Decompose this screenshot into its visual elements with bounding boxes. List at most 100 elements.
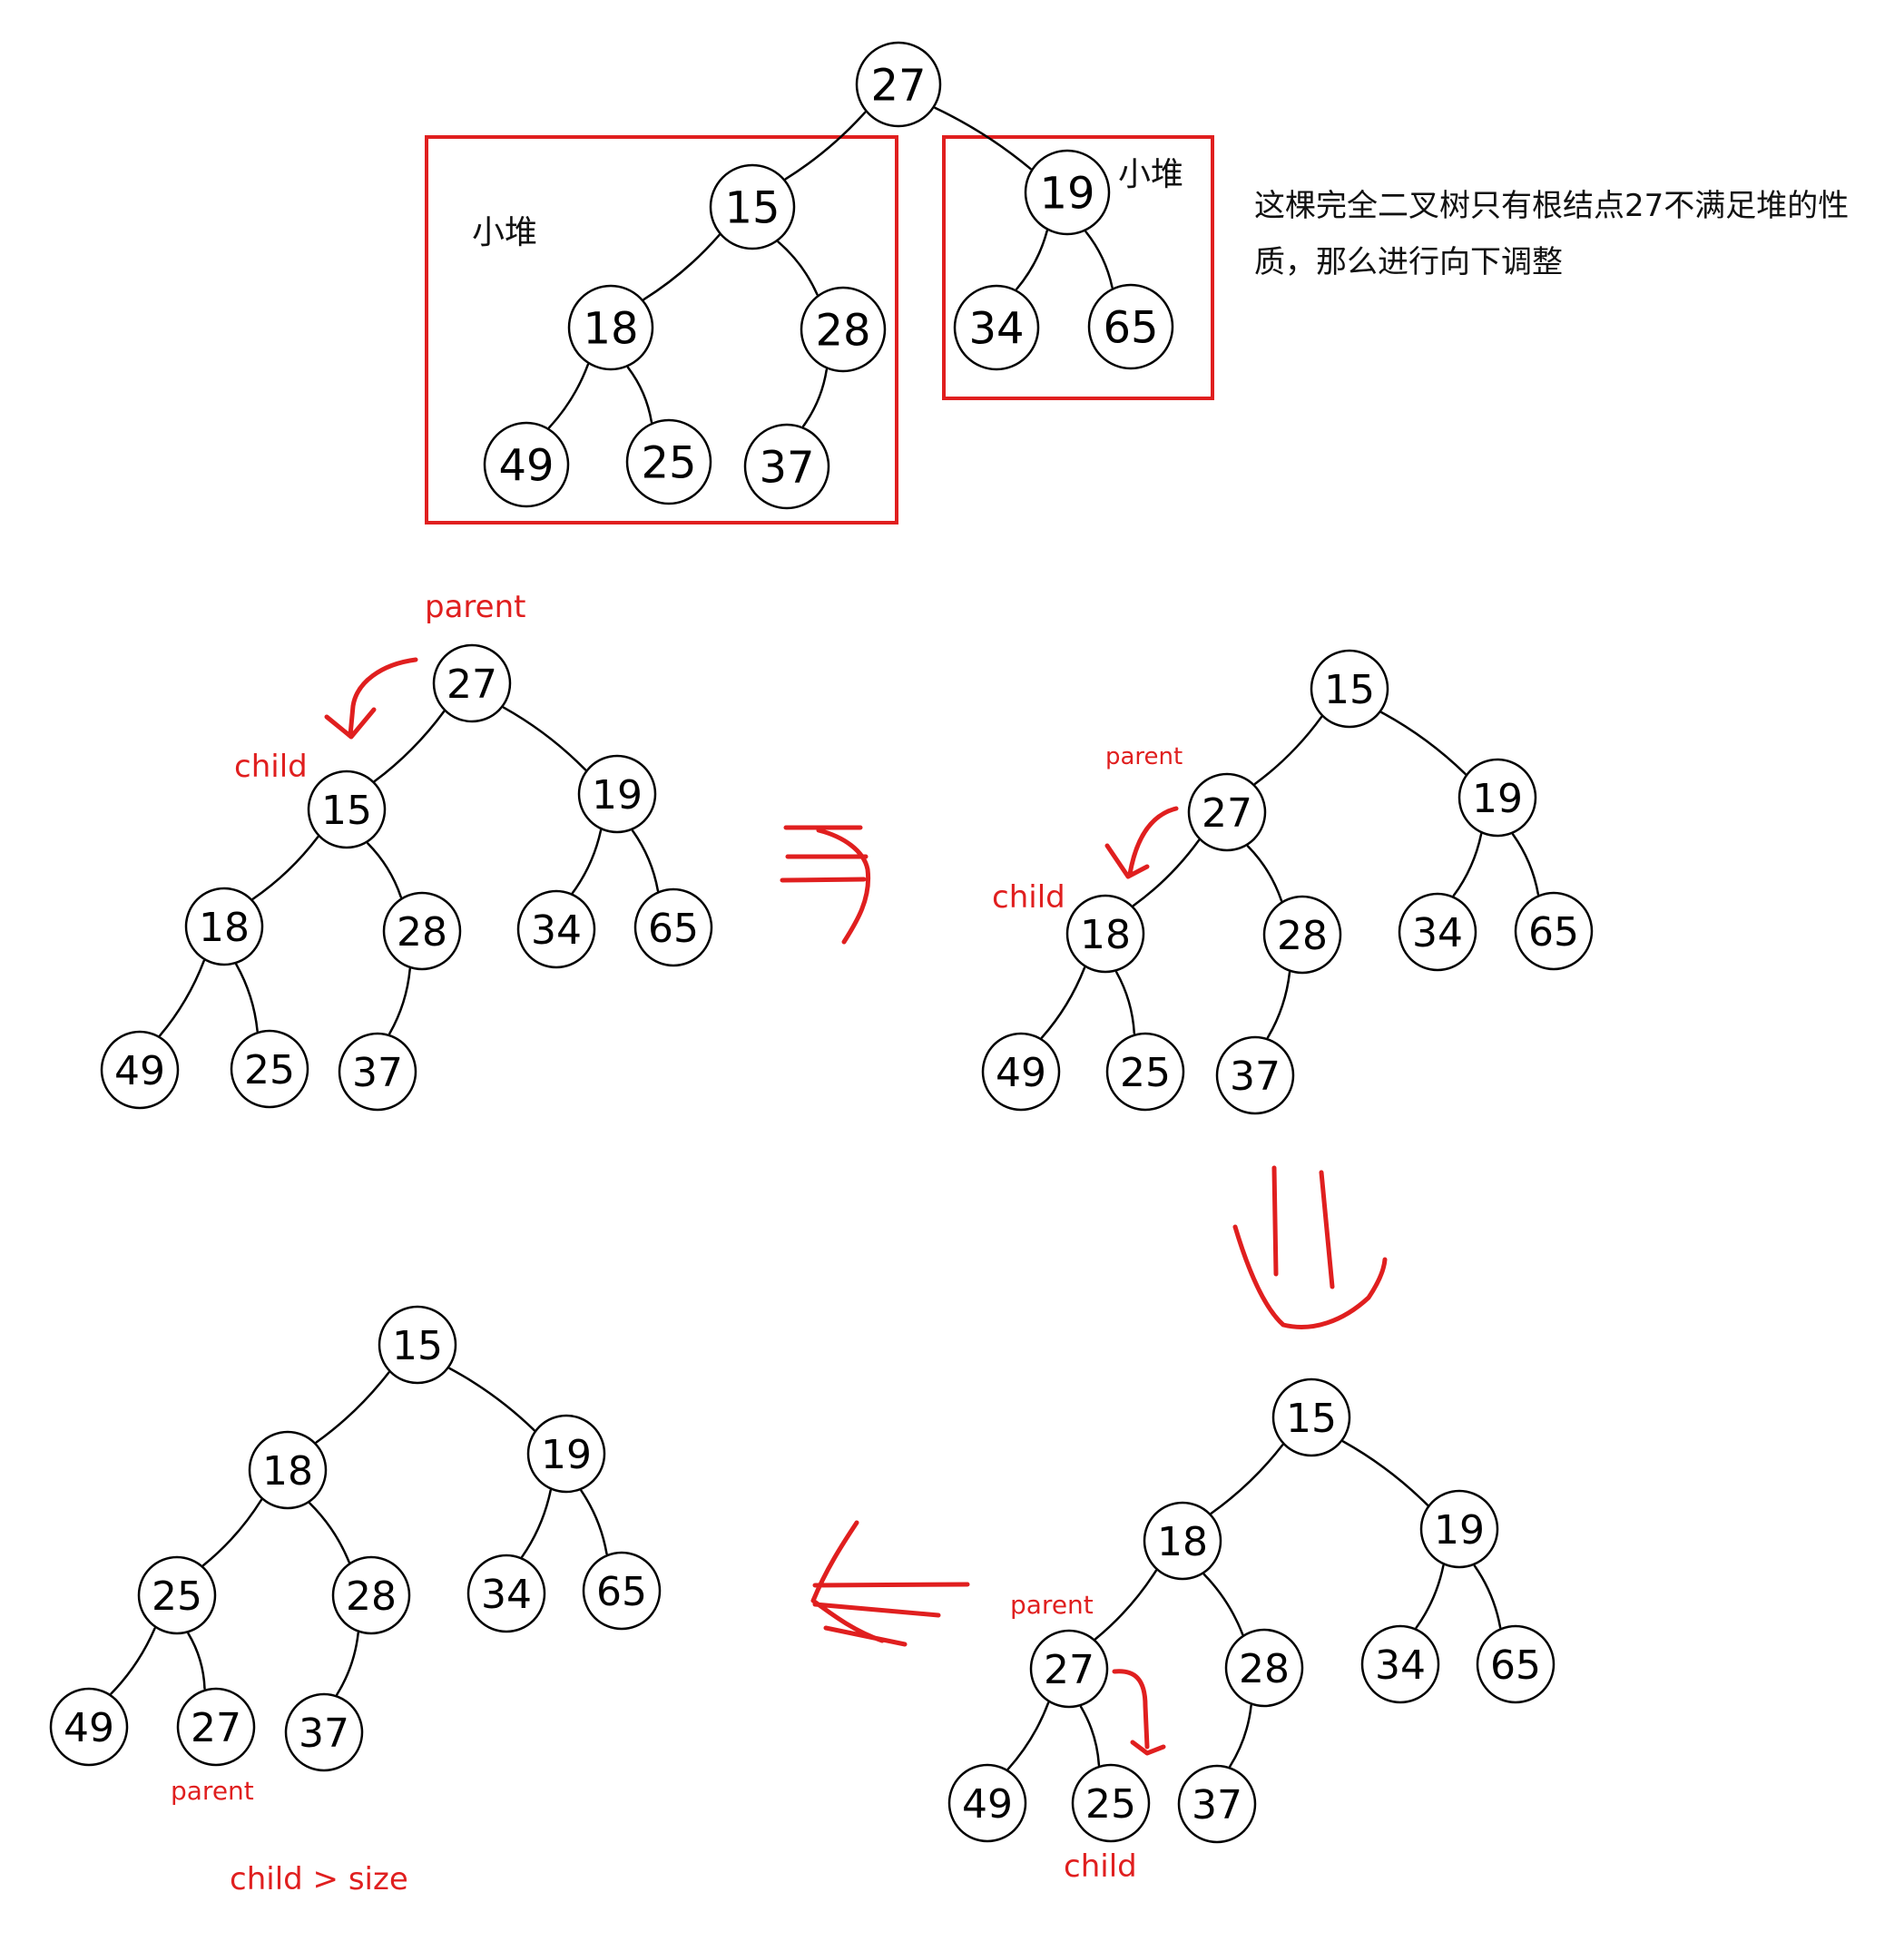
step3-edge-2-5 — [1415, 1564, 1445, 1629]
step1-node-value-1: 15 — [321, 788, 372, 834]
step2-node-circle-5 — [1398, 892, 1477, 972]
step2-child-label: child — [992, 879, 1065, 916]
step3-node-circle-4 — [1224, 1628, 1304, 1708]
step2-node-value-5: 34 — [1412, 910, 1463, 956]
step2-node-9: 37 — [1215, 1035, 1295, 1115]
step4-edge-1-3 — [201, 1498, 263, 1567]
step4-node-value-3: 25 — [152, 1573, 202, 1620]
step3-node-2: 19 — [1419, 1489, 1499, 1569]
step2-node-7: 49 — [981, 1032, 1061, 1112]
step2-node-value-9: 37 — [1230, 1054, 1281, 1100]
step1-node-value-5: 34 — [531, 907, 582, 954]
step3-node-circle-6 — [1476, 1624, 1556, 1704]
step2-edge-1-4 — [1246, 845, 1283, 902]
original-node-value-0: 27 — [870, 60, 926, 111]
step1-edge-2-6 — [631, 829, 660, 892]
step1-node-value-6: 65 — [648, 906, 699, 952]
step3-node-circle-9 — [1177, 1764, 1257, 1844]
step2-node-value-8: 25 — [1120, 1050, 1171, 1096]
step4-node-circle-9 — [284, 1692, 364, 1772]
step1-node-value-7: 49 — [114, 1048, 165, 1094]
step1-node-circle-7 — [100, 1030, 180, 1110]
step1-node-circle-6 — [633, 887, 713, 967]
original-node-5: 34 — [953, 284, 1040, 371]
step4-node-value-6: 65 — [596, 1569, 647, 1615]
original-node-8: 25 — [625, 418, 712, 505]
original-node-circle-6 — [1087, 283, 1174, 370]
step1-child-label: child — [234, 749, 308, 785]
step1-node-6: 65 — [633, 887, 713, 967]
step1-swap-arrow — [324, 657, 418, 740]
step4-node-value-2: 19 — [541, 1432, 592, 1478]
step3-node-0: 15 — [1271, 1377, 1351, 1457]
step2-node-value-6: 65 — [1528, 909, 1579, 956]
step4-node-circle-8 — [176, 1687, 256, 1767]
original-node-circle-4 — [800, 286, 887, 373]
step4-node-2: 19 — [526, 1414, 606, 1494]
original-node-value-1: 15 — [724, 182, 780, 233]
step3-node-1: 18 — [1143, 1501, 1222, 1581]
step3-node-circle-2 — [1419, 1489, 1499, 1569]
step4-edge-0-2 — [448, 1367, 535, 1432]
step4-node-value-5: 34 — [481, 1572, 532, 1618]
original-node-value-2: 19 — [1039, 168, 1094, 219]
step4-node-circle-6 — [582, 1551, 662, 1631]
step2-node-5: 34 — [1398, 892, 1477, 972]
step1-node-value-9: 37 — [352, 1050, 403, 1096]
original-node-circle-7 — [483, 421, 570, 508]
step3-child-label: child — [1064, 1848, 1137, 1885]
step2-node-circle-4 — [1262, 895, 1342, 975]
step3-node-circle-0 — [1271, 1377, 1351, 1457]
step4-parent-label: parent — [171, 1776, 254, 1806]
step2-edge-0-1 — [1253, 715, 1323, 786]
step2-edge-4-9 — [1266, 971, 1291, 1039]
original-edge-4-9 — [801, 368, 829, 427]
step1-node-circle-0 — [432, 643, 512, 723]
step1-edge-0-2 — [502, 706, 587, 771]
right-subheap-label: 小堆 — [1118, 156, 1183, 193]
step2-edge-2-5 — [1452, 832, 1483, 897]
step4-node-circle-7 — [49, 1687, 129, 1767]
step3-node-circle-7 — [947, 1763, 1027, 1843]
step3-node-value-2: 19 — [1434, 1507, 1485, 1554]
step1-node-circle-1 — [307, 770, 387, 849]
step2-node-circle-7 — [981, 1032, 1061, 1112]
step3-node-circle-3 — [1029, 1629, 1109, 1709]
original-node-value-6: 65 — [1103, 302, 1158, 353]
step2-node-circle-8 — [1105, 1032, 1185, 1112]
step1-node-circle-8 — [230, 1029, 309, 1109]
left-arrow — [810, 1520, 970, 1647]
step3-node-circle-8 — [1071, 1763, 1151, 1843]
step4-node-circle-5 — [466, 1554, 546, 1633]
step3-swap-arrow — [1112, 1669, 1166, 1756]
step3-node-value-8: 25 — [1085, 1781, 1136, 1828]
step3-node-value-4: 28 — [1239, 1646, 1290, 1692]
original-node-value-8: 25 — [641, 437, 696, 488]
step4-node-circle-1 — [248, 1430, 328, 1510]
original-node-0: 27 — [855, 41, 942, 128]
step3-edge-3-8 — [1079, 1705, 1101, 1767]
original-edge-1-4 — [777, 240, 819, 296]
step1-node-value-4: 28 — [397, 909, 447, 956]
step4-node-circle-3 — [137, 1555, 217, 1635]
step2-node-circle-6 — [1514, 891, 1594, 971]
step3-node-value-0: 15 — [1286, 1396, 1337, 1442]
step3-parent-label: parent — [1010, 1590, 1094, 1620]
original-edge-2-5 — [1016, 230, 1048, 290]
step4-edge-3-8 — [187, 1632, 206, 1691]
step1-node-circle-2 — [577, 754, 657, 834]
step3-node-6: 65 — [1476, 1624, 1556, 1704]
step4-node-value-1: 18 — [262, 1448, 313, 1495]
original-node-value-3: 18 — [583, 303, 638, 354]
original-node-value-7: 49 — [498, 440, 554, 491]
step2-node-circle-1 — [1187, 772, 1267, 852]
step3-node-value-9: 37 — [1192, 1782, 1242, 1828]
step1-node-circle-9 — [338, 1032, 417, 1112]
original-node-9: 37 — [743, 423, 830, 510]
step1-node-value-8: 25 — [244, 1047, 295, 1093]
step3-node-value-3: 27 — [1044, 1647, 1094, 1693]
step4-edge-4-9 — [336, 1632, 359, 1696]
step3-node-3: 27 — [1029, 1629, 1109, 1709]
step1-edge-3-7 — [159, 959, 205, 1037]
